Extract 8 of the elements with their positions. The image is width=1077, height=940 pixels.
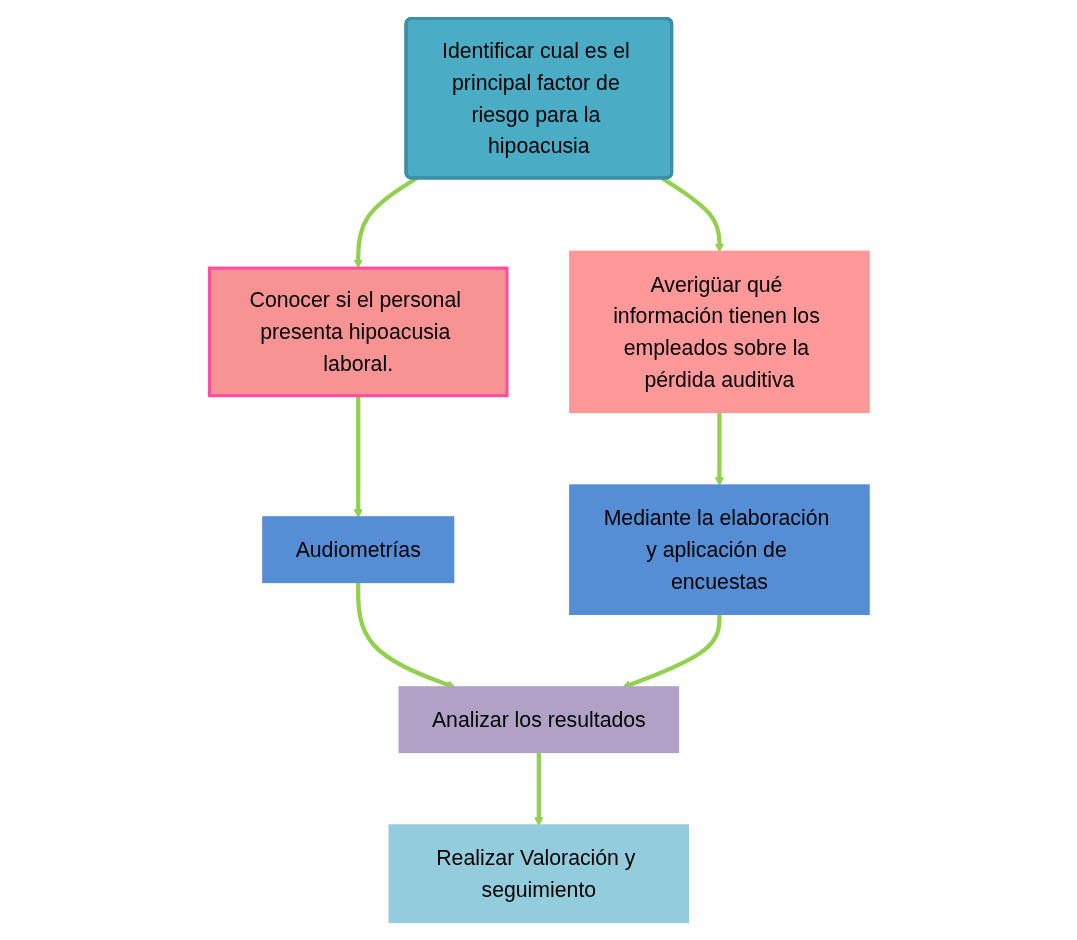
node-box: Audiometrías: [261, 516, 454, 584]
node-box: Realizar Valoración y seguimiento: [388, 824, 689, 924]
arrow: [661, 176, 724, 253]
arrow: [353, 176, 418, 269]
node-box: Averigüar qué información tienen los empleados sobre la pérdida auditiva: [568, 250, 870, 414]
node-box: Analizar los resultados: [398, 686, 679, 754]
node-box: Mediante la elaboración y aplicación de encuestas: [568, 484, 870, 615]
node-box: Conocer si el personal presenta hipoacusia laboral.: [207, 266, 509, 398]
